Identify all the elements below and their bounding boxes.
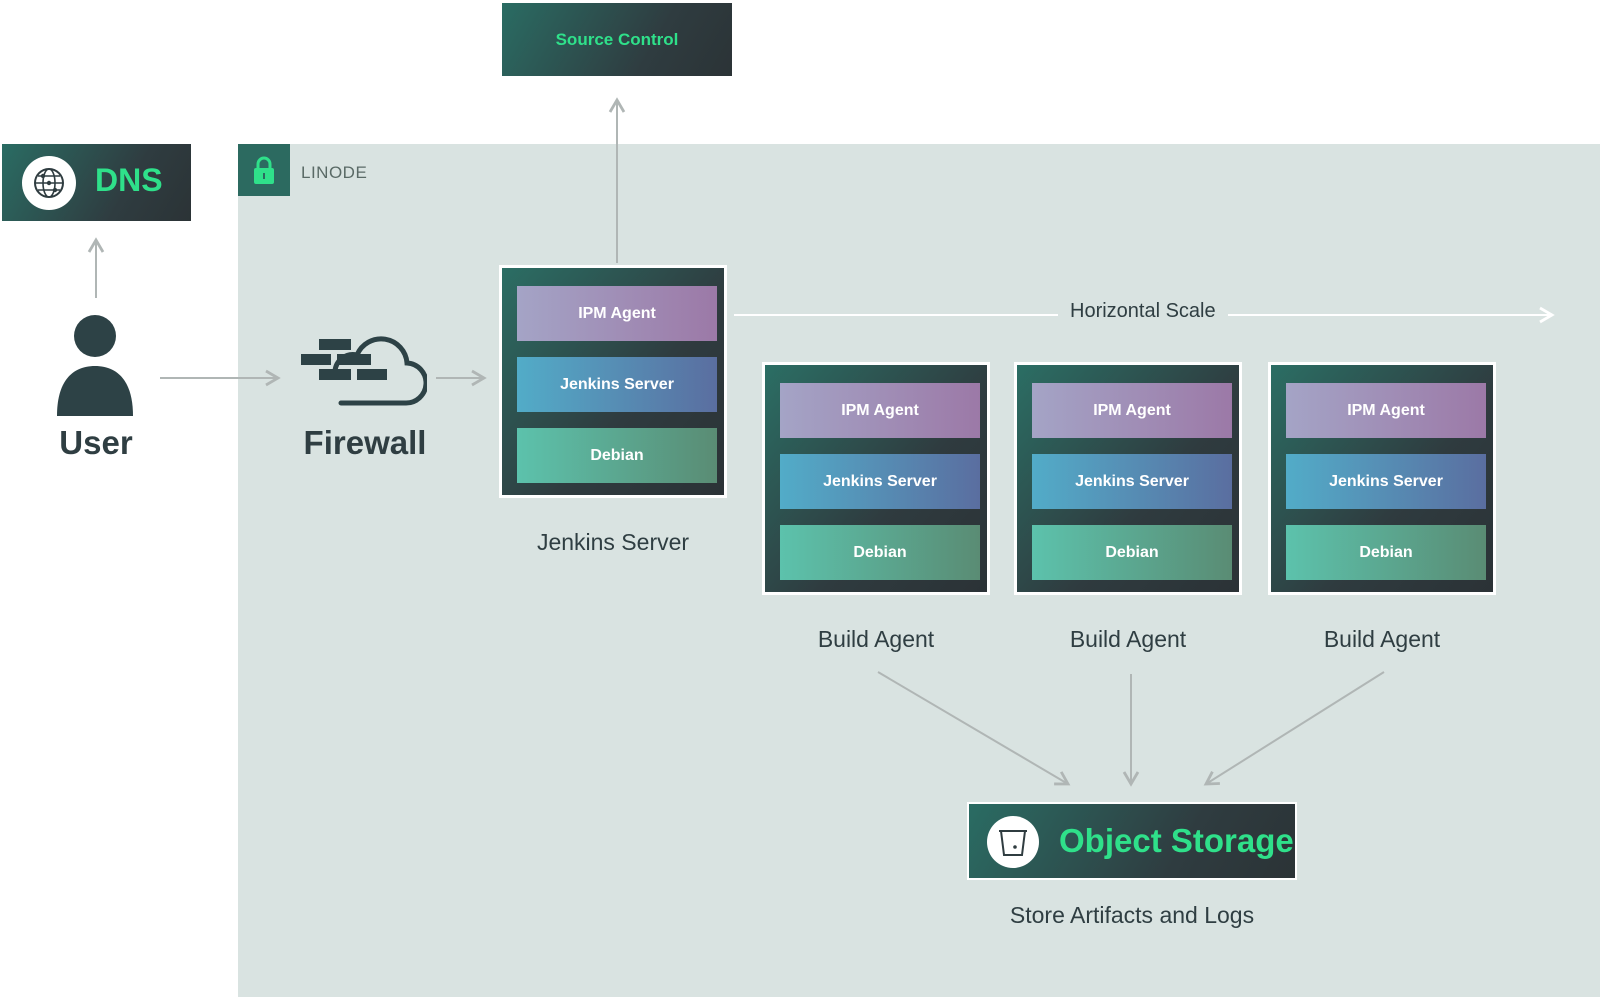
build-agent-node: IPM Agent Jenkins Server Debian [1014,362,1242,595]
layer-jenkins-server: Jenkins Server [517,357,717,412]
layer-debian: Debian [517,428,717,483]
layer-ipm-agent: IPM Agent [517,286,717,341]
jenkins-server-caption: Jenkins Server [536,529,690,555]
region-lock-badge [238,144,290,196]
layer-ipm-agent: IPM Agent [1032,383,1232,438]
layer-jenkins-server: Jenkins Server [1286,454,1486,509]
bucket-icon [999,830,1027,856]
brick-cloud-icon [301,336,427,406]
dns-label: DNS [95,162,163,198]
dns-box: DNS [2,144,191,221]
horizontal-scale-label: Horizontal Scale [1070,300,1216,322]
source-control-label: Source Control [555,29,679,49]
object-storage-caption: Store Artifacts and Logs [1009,902,1255,928]
lock-icon [254,156,274,184]
build-agent-caption: Build Agent [817,626,935,652]
layer-ipm-agent: IPM Agent [780,383,980,438]
globe-icon [34,168,64,198]
object-storage-label: Object Storage [1059,822,1294,859]
build-agent-caption: Build Agent [1069,626,1187,652]
object-storage-box: Object Storage [967,802,1297,880]
build-agent-caption: Build Agent [1323,626,1441,652]
layer-debian: Debian [1032,525,1232,580]
firewall-label: Firewall [303,424,427,461]
layer-debian: Debian [1286,525,1486,580]
layer-ipm-agent: IPM Agent [1286,383,1486,438]
person-icon [57,315,133,416]
dns-icon-circle [22,156,76,210]
source-control-box: Source Control [502,3,732,76]
region-label: LINODE [301,163,368,182]
object-storage-icon-circle [987,816,1039,868]
layer-jenkins-server: Jenkins Server [1032,454,1232,509]
layer-jenkins-server: Jenkins Server [780,454,980,509]
layer-debian: Debian [780,525,980,580]
user-label: User [59,424,133,461]
build-agent-node: IPM Agent Jenkins Server Debian [762,362,990,595]
build-agent-node: IPM Agent Jenkins Server Debian [1268,362,1496,595]
jenkins-server-node: IPM Agent Jenkins Server Debian [499,265,727,498]
